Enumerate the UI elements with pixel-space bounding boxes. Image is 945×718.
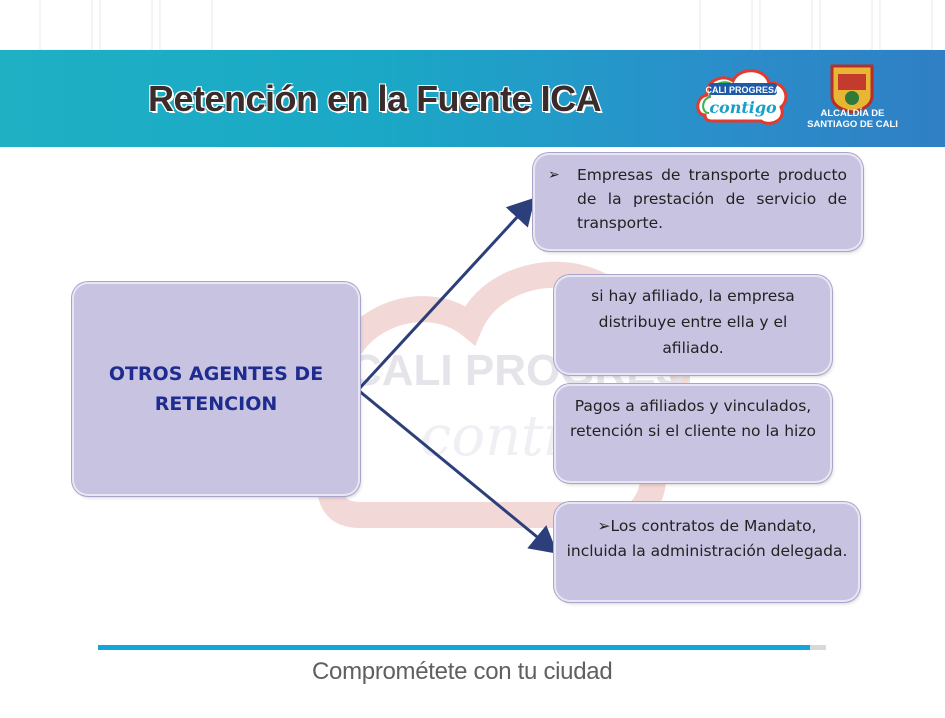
- header-banner: [0, 50, 945, 147]
- branch-node-1-label: Empresas de transporte producto de la pr…: [577, 166, 847, 232]
- main-node: OTROS AGENTES DE RETENCION: [74, 284, 358, 494]
- footer-slogan: Comprométete con tu ciudad: [312, 658, 613, 685]
- cali-progresa-logo: CALI PROGRESA contigo: [696, 69, 788, 125]
- logo-cali-top-text: CALI PROGRESA: [705, 85, 781, 95]
- footer-divider-end: [810, 645, 826, 650]
- bullet-arrow-icon: ➢: [548, 167, 560, 183]
- alcaldia-line2: SANTIAGO DE CALI: [807, 119, 898, 130]
- branch-node-4: ➢Los contratos de Mandato, incluida la a…: [556, 504, 858, 600]
- branch-node-2: si hay afiliado, la empresa distribuye e…: [556, 277, 830, 373]
- branch-node-2-label: si hay afiliado, la empresa distribuye e…: [591, 287, 795, 357]
- alcaldia-label: ALCALDÍA DE SANTIAGO DE CALI: [800, 108, 905, 130]
- branch-node-3-label: Pagos a afiliados y vinculados, retenció…: [570, 397, 816, 440]
- footer-divider: [98, 645, 810, 650]
- alcaldia-shield-logo: [830, 64, 874, 114]
- slide-title: Retención en la Fuente ICA: [148, 78, 602, 119]
- top-grid-decoration: [39, 0, 933, 50]
- main-node-label: OTROS AGENTES DE RETENCION: [108, 363, 324, 415]
- logo-cali-bottom-text: contigo: [709, 98, 777, 117]
- branch-node-1: ➢ Empresas de transporte producto de la …: [535, 155, 861, 249]
- branch-node-4-label: ➢Los contratos de Mandato, incluida la a…: [566, 517, 848, 560]
- branch-node-3: Pagos a afiliados y vinculados, retenció…: [556, 386, 830, 481]
- alcaldia-line1: ALCALDÍA DE: [820, 108, 885, 119]
